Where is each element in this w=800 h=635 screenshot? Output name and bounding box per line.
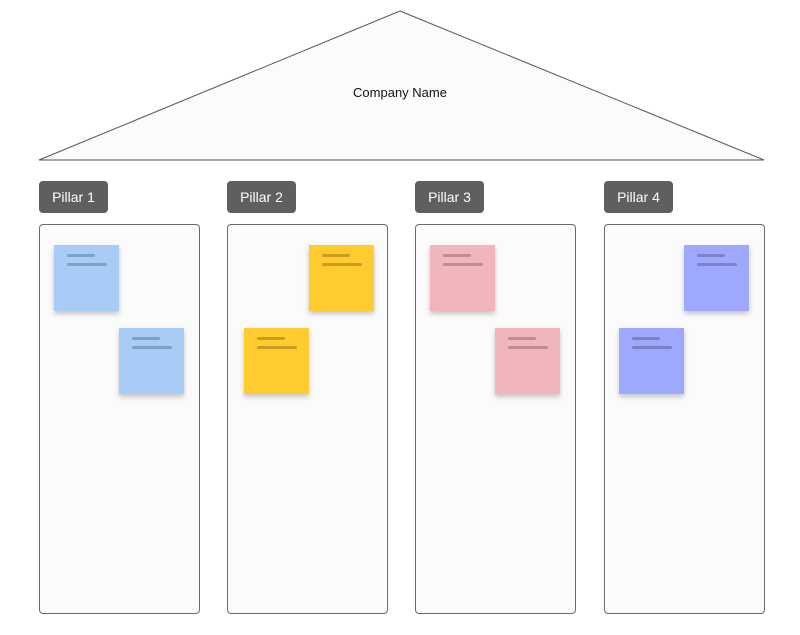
sticky-note[interactable] <box>495 328 560 394</box>
pillar-label-3: Pillar 3 <box>415 181 484 213</box>
pillar-column-2 <box>227 224 388 614</box>
pillar-label-4: Pillar 4 <box>604 181 673 213</box>
pillar-label-1: Pillar 1 <box>39 181 108 213</box>
pillar-column-4 <box>604 224 765 614</box>
sticky-note[interactable] <box>244 328 309 394</box>
roof-triangle <box>38 10 765 161</box>
sticky-note[interactable] <box>119 328 184 394</box>
pillar-label-2: Pillar 2 <box>227 181 296 213</box>
sticky-note[interactable] <box>684 245 749 311</box>
company-name: Company Name <box>353 85 447 100</box>
sticky-note[interactable] <box>309 245 374 311</box>
sticky-note[interactable] <box>619 328 684 394</box>
pillar-column-3 <box>415 224 576 614</box>
sticky-note[interactable] <box>54 245 119 311</box>
pillar-column-1 <box>39 224 200 614</box>
sticky-note[interactable] <box>430 245 495 311</box>
